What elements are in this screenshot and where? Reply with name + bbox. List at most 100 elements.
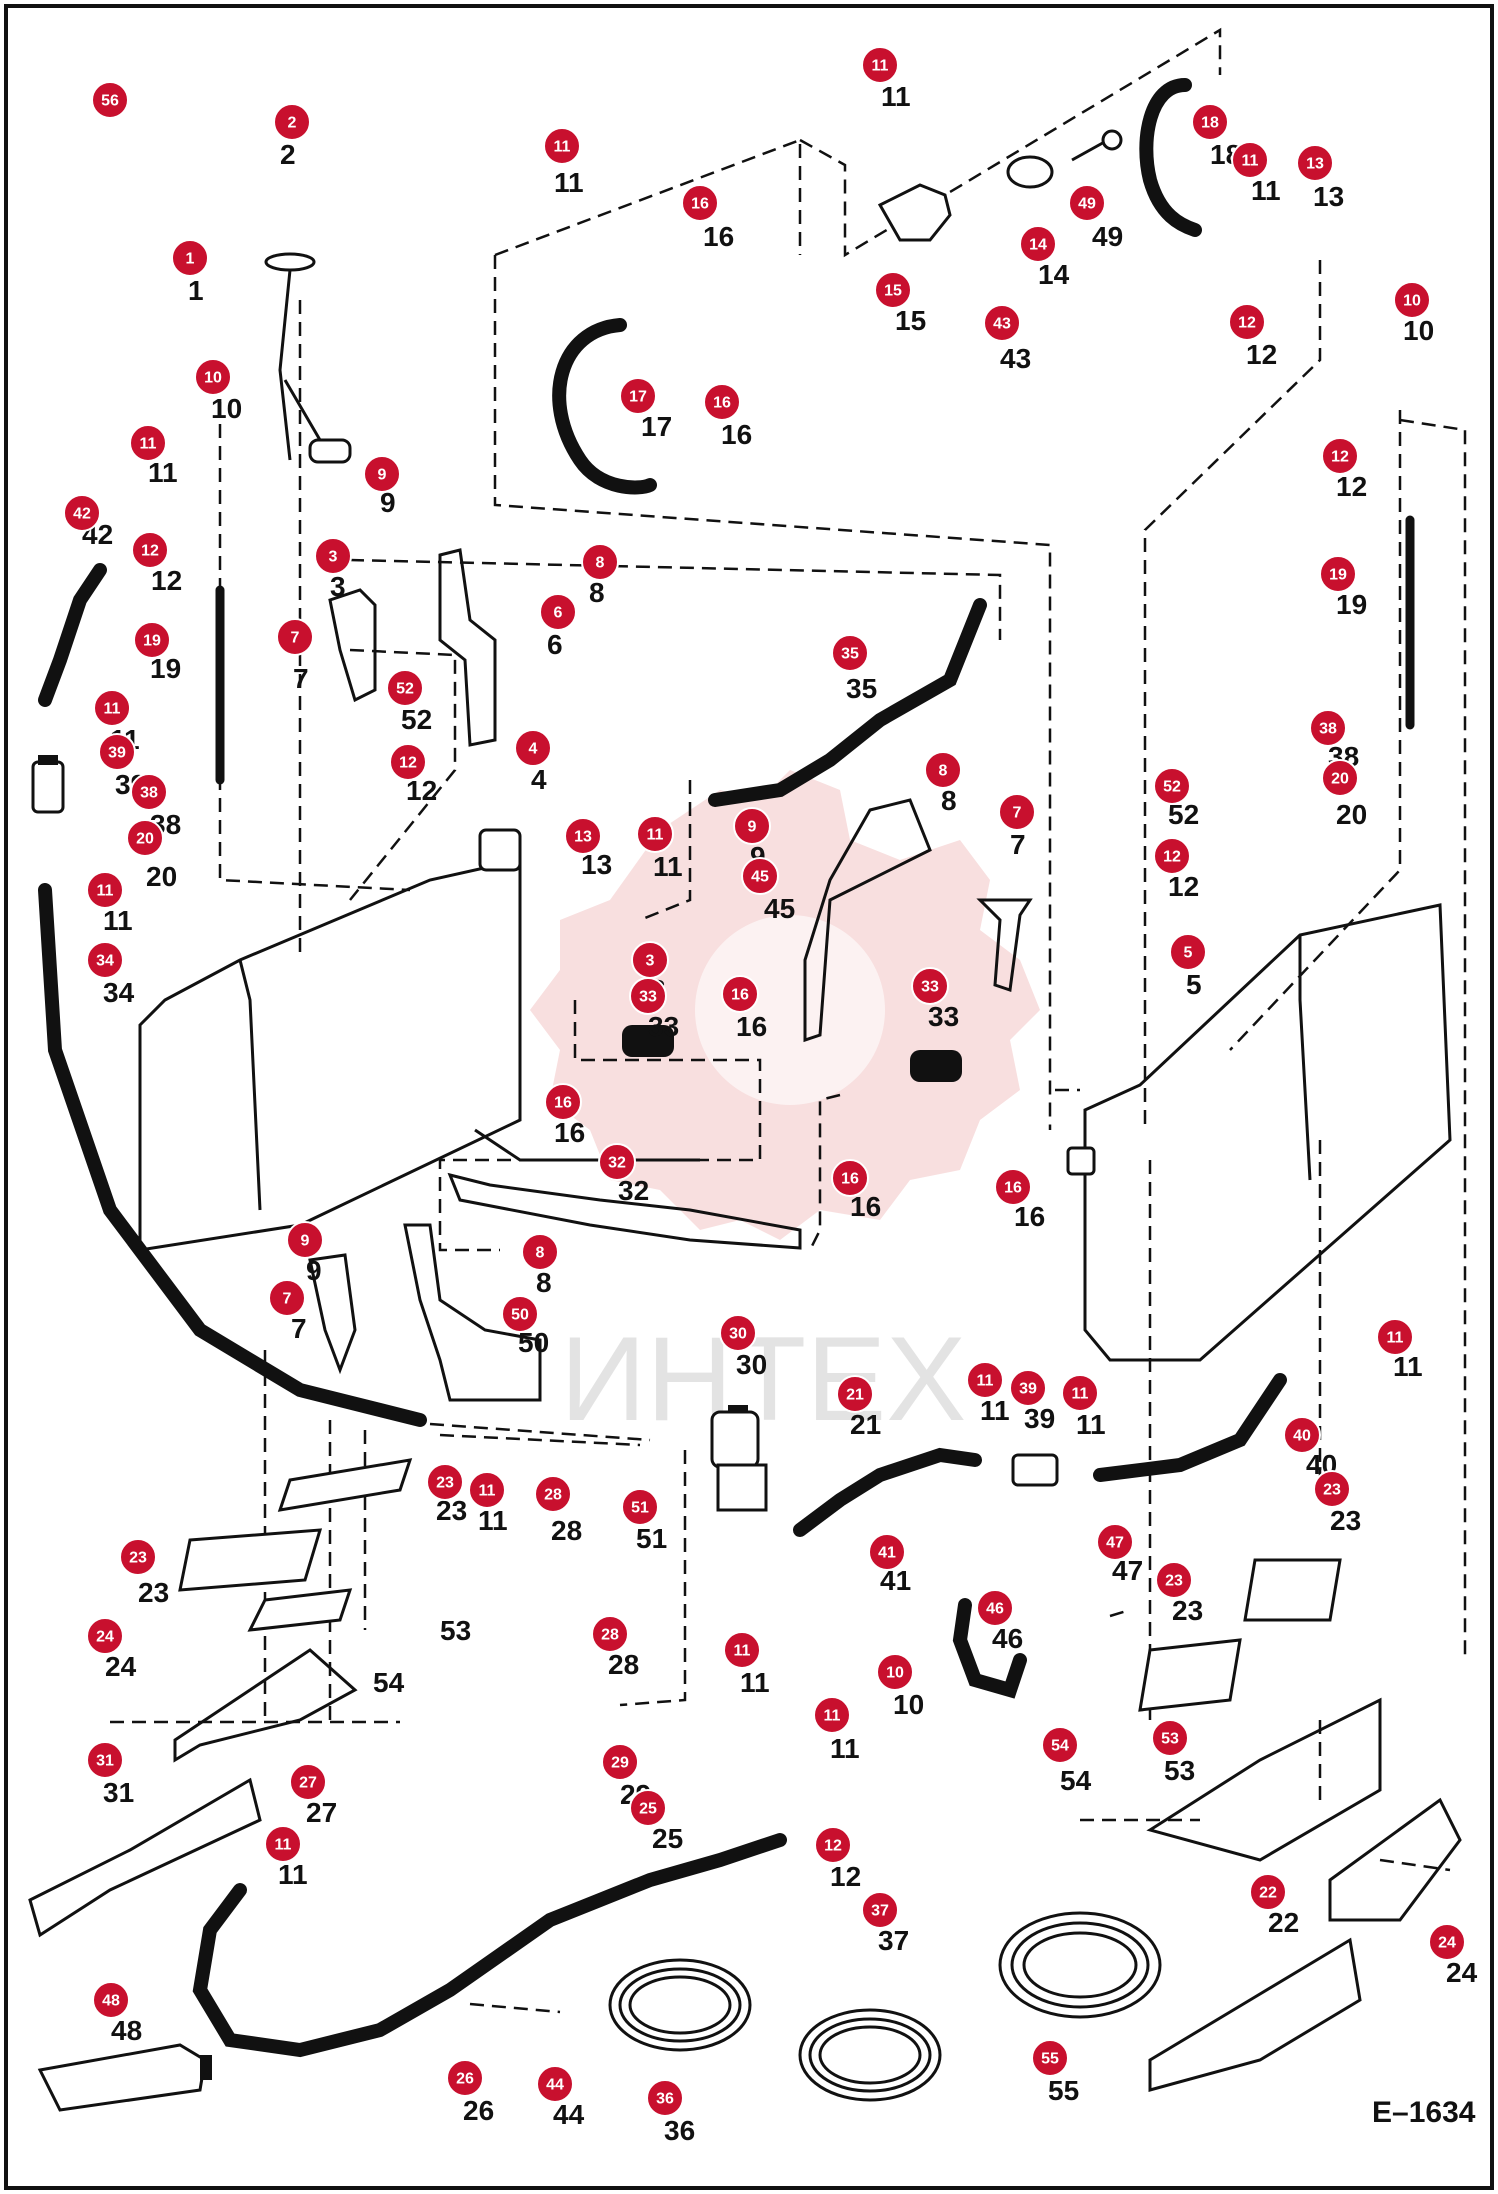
callout-bubble-8[interactable]: 8 bbox=[581, 543, 619, 581]
callout-bubble-12[interactable]: 12 bbox=[1228, 303, 1266, 341]
callout-bubble-16[interactable]: 16 bbox=[544, 1083, 582, 1121]
callout-bubble-7[interactable]: 7 bbox=[998, 793, 1036, 831]
callout-bubble-11[interactable]: 11 bbox=[129, 424, 167, 462]
callout-bubble-37[interactable]: 37 bbox=[861, 1891, 899, 1929]
callout-bubble-9[interactable]: 9 bbox=[733, 807, 771, 845]
callout-bubble-23[interactable]: 23 bbox=[119, 1538, 157, 1576]
callout-bubble-34[interactable]: 34 bbox=[86, 941, 124, 979]
callout-bubble-24[interactable]: 24 bbox=[86, 1617, 124, 1655]
callout-bubble-53[interactable]: 53 bbox=[1151, 1719, 1189, 1757]
callout-bubble-44[interactable]: 44 bbox=[536, 2065, 574, 2103]
callout-bubble-33[interactable]: 33 bbox=[629, 977, 667, 1015]
callout-bubble-26[interactable]: 26 bbox=[446, 2059, 484, 2097]
callout-bubble-47[interactable]: 47 bbox=[1096, 1523, 1134, 1561]
callout-bubble-3[interactable]: 3 bbox=[631, 941, 669, 979]
callout-bubble-10[interactable]: 10 bbox=[194, 358, 232, 396]
callout-bubble-19[interactable]: 19 bbox=[133, 621, 171, 659]
callout-bubble-12[interactable]: 12 bbox=[131, 531, 169, 569]
callout-bubble-16[interactable]: 16 bbox=[703, 383, 741, 421]
callout-bubble-13[interactable]: 13 bbox=[1296, 144, 1334, 182]
callout-bubble-16[interactable]: 16 bbox=[681, 184, 719, 222]
callout-bubble-23[interactable]: 23 bbox=[1155, 1561, 1193, 1599]
callout-bubble-36[interactable]: 36 bbox=[646, 2079, 684, 2117]
callout-bubble-48[interactable]: 48 bbox=[92, 1981, 130, 2019]
callout-bubble-25[interactable]: 25 bbox=[629, 1789, 667, 1827]
callout-bubble-42[interactable]: 42 bbox=[63, 494, 101, 532]
callout-bubble-11[interactable]: 11 bbox=[1376, 1318, 1414, 1356]
callout-bubble-23[interactable]: 23 bbox=[426, 1463, 464, 1501]
callout-bubble-28[interactable]: 28 bbox=[534, 1475, 572, 1513]
callout-bubble-50[interactable]: 50 bbox=[501, 1295, 539, 1333]
callout-bubble-16[interactable]: 16 bbox=[721, 975, 759, 1013]
callout-bubble-11[interactable]: 11 bbox=[861, 46, 899, 84]
callout-bubble-3[interactable]: 3 bbox=[314, 537, 352, 575]
callout-bubble-17[interactable]: 17 bbox=[619, 377, 657, 415]
callout-bubble-4[interactable]: 4 bbox=[514, 729, 552, 767]
callout-bubble-12[interactable]: 12 bbox=[389, 743, 427, 781]
callout-bubble-30[interactable]: 30 bbox=[719, 1314, 757, 1352]
callout-bubble-35[interactable]: 35 bbox=[831, 634, 869, 672]
callout-bubble-11[interactable]: 11 bbox=[966, 1361, 1004, 1399]
callout-bubble-7[interactable]: 7 bbox=[268, 1279, 306, 1317]
callout-bubble-21[interactable]: 21 bbox=[836, 1375, 874, 1413]
callout-bubble-46[interactable]: 46 bbox=[976, 1589, 1014, 1627]
callout-bubble-10[interactable]: 10 bbox=[1393, 281, 1431, 319]
callout-bubble-7[interactable]: 7 bbox=[276, 618, 314, 656]
callout-bubble-6[interactable]: 6 bbox=[539, 593, 577, 631]
callout-bubble-12[interactable]: 12 bbox=[1153, 837, 1191, 875]
callout-bubble-11[interactable]: 11 bbox=[264, 1825, 302, 1863]
callout-bubble-11[interactable]: 11 bbox=[636, 815, 674, 853]
callout-bubble-11[interactable]: 11 bbox=[813, 1696, 851, 1734]
callout-bubble-12[interactable]: 12 bbox=[1321, 437, 1359, 475]
callout-bubble-41[interactable]: 41 bbox=[868, 1533, 906, 1571]
callout-bubble-40[interactable]: 40 bbox=[1283, 1416, 1321, 1454]
callout-bubble-29[interactable]: 29 bbox=[601, 1743, 639, 1781]
callout-bubble-11[interactable]: 11 bbox=[1231, 141, 1269, 179]
callout-bubble-51[interactable]: 51 bbox=[621, 1488, 659, 1526]
callout-bubble-18[interactable]: 18 bbox=[1191, 103, 1229, 141]
callout-bubble-54[interactable]: 54 bbox=[1041, 1726, 1079, 1764]
callout-bubble-12[interactable]: 12 bbox=[814, 1826, 852, 1864]
callout-bubble-2[interactable]: 2 bbox=[273, 103, 311, 141]
callout-bubble-15[interactable]: 15 bbox=[874, 271, 912, 309]
callout-bubble-56[interactable]: 56 bbox=[91, 81, 129, 119]
callout-bubble-23[interactable]: 23 bbox=[1313, 1470, 1351, 1508]
callout-bubble-55[interactable]: 55 bbox=[1031, 2039, 1069, 2077]
callout-bubble-39[interactable]: 39 bbox=[98, 733, 136, 771]
callout-bubble-16[interactable]: 16 bbox=[994, 1168, 1032, 1206]
callout-bubble-45[interactable]: 45 bbox=[741, 857, 779, 895]
callout-bubble-32[interactable]: 32 bbox=[598, 1143, 636, 1181]
callout-bubble-24[interactable]: 24 bbox=[1428, 1923, 1466, 1961]
callout-bubble-52[interactable]: 52 bbox=[386, 669, 424, 707]
callout-bubble-20[interactable]: 20 bbox=[126, 819, 164, 857]
callout-bubble-27[interactable]: 27 bbox=[289, 1763, 327, 1801]
callout-bubble-9[interactable]: 9 bbox=[286, 1221, 324, 1259]
callout-bubble-33[interactable]: 33 bbox=[911, 967, 949, 1005]
callout-bubble-1[interactable]: 1 bbox=[171, 239, 209, 277]
callout-bubble-11[interactable]: 11 bbox=[468, 1471, 506, 1509]
callout-bubble-38[interactable]: 38 bbox=[1309, 709, 1347, 747]
callout-bubble-8[interactable]: 8 bbox=[521, 1233, 559, 1271]
callout-bubble-39[interactable]: 39 bbox=[1009, 1369, 1047, 1407]
callout-bubble-22[interactable]: 22 bbox=[1249, 1873, 1287, 1911]
callout-bubble-5[interactable]: 5 bbox=[1169, 933, 1207, 971]
callout-bubble-16[interactable]: 16 bbox=[831, 1159, 869, 1197]
callout-bubble-52[interactable]: 52 bbox=[1153, 767, 1191, 805]
callout-bubble-10[interactable]: 10 bbox=[876, 1653, 914, 1691]
callout-bubble-11[interactable]: 11 bbox=[543, 127, 581, 165]
callout-bubble-31[interactable]: 31 bbox=[86, 1741, 124, 1779]
callout-bubble-11[interactable]: 11 bbox=[86, 871, 124, 909]
callout-bubble-13[interactable]: 13 bbox=[564, 817, 602, 855]
callout-bubble-20[interactable]: 20 bbox=[1321, 759, 1359, 797]
callout-bubble-19[interactable]: 19 bbox=[1319, 555, 1357, 593]
callout-bubble-11[interactable]: 11 bbox=[93, 689, 131, 727]
callout-bubble-49[interactable]: 49 bbox=[1068, 184, 1106, 222]
callout-bubble-43[interactable]: 43 bbox=[983, 304, 1021, 342]
callout-bubble-28[interactable]: 28 bbox=[591, 1615, 629, 1653]
callout-bubble-14[interactable]: 14 bbox=[1019, 225, 1057, 263]
callout-bubble-8[interactable]: 8 bbox=[924, 751, 962, 789]
callout-bubble-11[interactable]: 11 bbox=[723, 1631, 761, 1669]
callout-bubble-9[interactable]: 9 bbox=[363, 455, 401, 493]
callout-bubble-38[interactable]: 38 bbox=[130, 773, 168, 811]
callout-bubble-11[interactable]: 11 bbox=[1061, 1374, 1099, 1412]
